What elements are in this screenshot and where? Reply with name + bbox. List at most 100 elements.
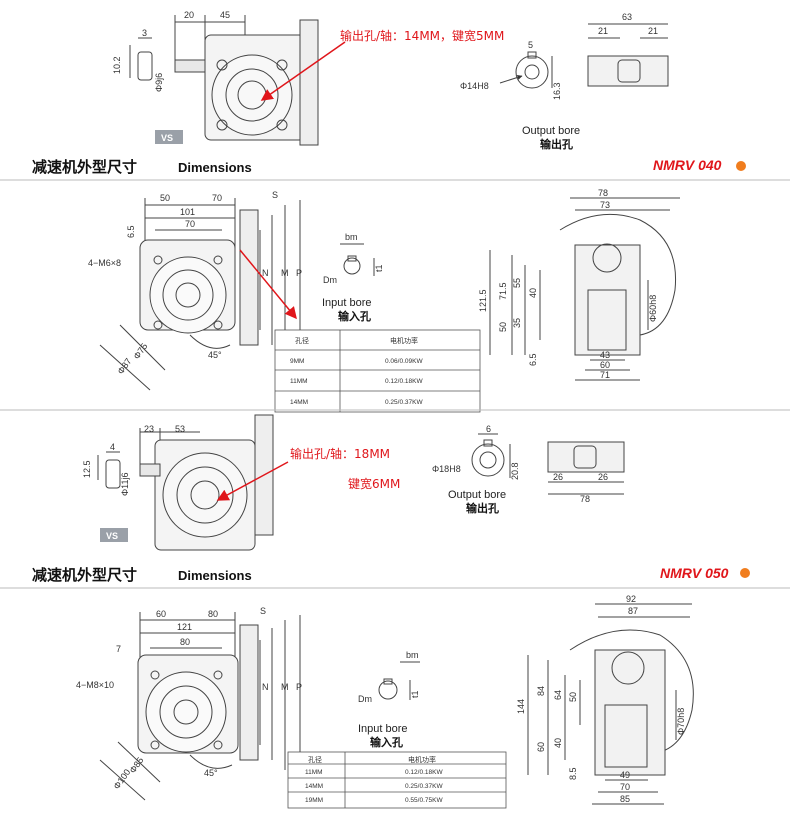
s2-side-40: 40 xyxy=(528,288,538,298)
s3-dim-23: 23 xyxy=(144,424,154,434)
s3-bore-phi18: Φ18H8 xyxy=(432,464,461,474)
s2-table-cell-0-0: 9MM xyxy=(290,358,304,365)
s2-table-cell-1-1: 0.12/0.18KW xyxy=(385,378,423,385)
s4-side-87: 87 xyxy=(628,606,638,616)
s4-table-header-bore: 孔径 xyxy=(308,755,322,764)
vs-badge-2-label: VS xyxy=(106,531,118,541)
red-arrow-1 xyxy=(260,41,346,101)
shaft-dim-21b: 21 xyxy=(648,26,658,36)
s4-table-cell-1-0: 14MM xyxy=(305,783,323,790)
red-note-1: 输出孔/轴：14MM，键宽5MM xyxy=(340,28,504,43)
s2-bore-t1: t1 xyxy=(374,264,384,272)
s2-dim-45deg: 45° xyxy=(208,350,222,360)
s4-side-92: 92 xyxy=(626,594,636,604)
section1-shaft xyxy=(587,23,669,87)
s2-motor-table xyxy=(274,329,481,413)
section1-front-view xyxy=(129,15,319,146)
s2-side-35: 35 xyxy=(512,318,522,328)
s2-dim-50: 50 xyxy=(160,193,170,203)
s2-side-71-5: 71.5 xyxy=(498,282,508,300)
s2-table-cell-2-1: 0.25/0.37KW xyxy=(385,399,423,406)
s2-table-header-bore: 孔径 xyxy=(295,336,309,345)
s2-side-phi60: Φ60h8 xyxy=(648,295,658,322)
s2-bore-dm: Dm xyxy=(323,275,337,285)
s2-dim-6-5: 6.5 xyxy=(126,225,136,238)
s4-side-64: 64 xyxy=(553,690,563,700)
header1-en: Dimensions xyxy=(178,160,252,175)
s3-bore-6: 6 xyxy=(486,424,491,434)
s4-table-cell-0-0: 11MM xyxy=(305,769,323,776)
bore-dim-5: 5 xyxy=(528,40,533,50)
output-bore-en-1: Output bore xyxy=(522,125,580,137)
red-arrow-2 xyxy=(239,249,297,320)
header1-cn: 减速机外型尺寸 xyxy=(32,158,137,176)
header2-cn: 减速机外型尺寸 xyxy=(32,566,137,584)
s4-dim-121: 121 xyxy=(177,622,192,632)
shaft-dim-63: 63 xyxy=(622,12,632,22)
s2-side-78: 78 xyxy=(598,188,608,198)
section4-side-view xyxy=(527,603,694,805)
s3-dim-4: 4 xyxy=(110,442,115,452)
s3-dim-53: 53 xyxy=(175,424,185,434)
s2-side-6-5: 6.5 xyxy=(528,353,538,366)
red-arrow-3 xyxy=(216,461,289,501)
bore-dim-phi14: Φ14H8 xyxy=(460,81,489,91)
s2-table-cell-0-1: 0.06/0.09KW xyxy=(385,358,423,365)
s2-table-cell-2-0: 14MM xyxy=(290,399,308,406)
output-bore-en-2: Output bore xyxy=(448,489,506,501)
s3-dim-phi11: Φ11j6 xyxy=(120,472,130,496)
header1-model: NMRV 040 xyxy=(653,157,722,173)
shaft-dim-21a: 21 xyxy=(598,26,608,36)
red-note-3b: 键宽6MM xyxy=(348,476,400,491)
vs-badge-1 xyxy=(155,130,183,144)
s4-side-84: 84 xyxy=(536,686,546,696)
s4-input-bore xyxy=(378,661,420,700)
dim-10-2: 10.2 xyxy=(112,56,122,74)
s4-side-phi70: Φ70h8 xyxy=(676,708,686,735)
dim-45: 45 xyxy=(220,10,230,20)
section3-bore xyxy=(471,433,511,478)
s4-bore-dm: Dm xyxy=(358,694,372,704)
s4-table-cell-2-0: 19MM xyxy=(305,797,323,804)
input-bore-en-2: Input bore xyxy=(358,723,408,735)
s4-table-cell-2-1: 0.55/0.75KW xyxy=(405,797,443,804)
section3-shaft xyxy=(547,441,625,495)
s2-dim-m: M xyxy=(281,268,289,278)
s4-table-cell-0-1: 0.12/0.18KW xyxy=(405,769,443,776)
s2-dim-n: N xyxy=(262,268,269,278)
s4-dim-80a: 80 xyxy=(208,609,218,619)
s4-side-8-5: 8.5 xyxy=(568,767,578,780)
s2-side-71: 71 xyxy=(600,370,610,380)
output-bore-cn-2: 输出孔 xyxy=(466,501,499,515)
section4-front-view xyxy=(99,612,301,801)
s2-dim-s: S xyxy=(272,190,278,200)
s2-side-50: 50 xyxy=(498,322,508,332)
s2-dim-70b: 70 xyxy=(185,219,195,229)
s4-bore-bm: bm xyxy=(406,650,419,660)
input-bore-cn-2: 输入孔 xyxy=(370,735,403,749)
s4-bore-t1: t1 xyxy=(410,690,420,698)
input-bore-cn-1: 输入孔 xyxy=(338,309,371,323)
s4-dim-7: 7 xyxy=(116,644,121,654)
header2-bullet-icon xyxy=(740,568,750,578)
s3-bore-20-8: 20.8 xyxy=(510,462,520,480)
s2-table-cell-1-0: 11MM xyxy=(290,378,308,385)
s2-dim-70a: 70 xyxy=(212,193,222,203)
s4-side-50: 50 xyxy=(568,692,578,702)
s4-dim-p: P xyxy=(296,682,302,692)
s3-shaft-26b: 26 xyxy=(598,472,608,482)
s2-table-header-power: 电机功率 xyxy=(390,336,418,345)
s4-side-144: 144 xyxy=(516,699,526,714)
s3-shaft-26a: 26 xyxy=(553,472,563,482)
bore-dim-16-3: 16.3 xyxy=(552,82,562,100)
red-note-3a: 输出孔/轴：18MM xyxy=(290,446,390,461)
s4-side-85: 85 xyxy=(620,794,630,804)
s4-side-70: 70 xyxy=(620,782,630,792)
dim-20: 20 xyxy=(184,10,194,20)
vs-badge-1-label: VS xyxy=(161,133,173,143)
header2-en: Dimensions xyxy=(178,568,252,583)
s4-dim-m: M xyxy=(281,682,289,692)
section2-side-view xyxy=(489,197,680,381)
header1-bullet-icon xyxy=(736,161,746,171)
dim-3: 3 xyxy=(142,28,147,38)
